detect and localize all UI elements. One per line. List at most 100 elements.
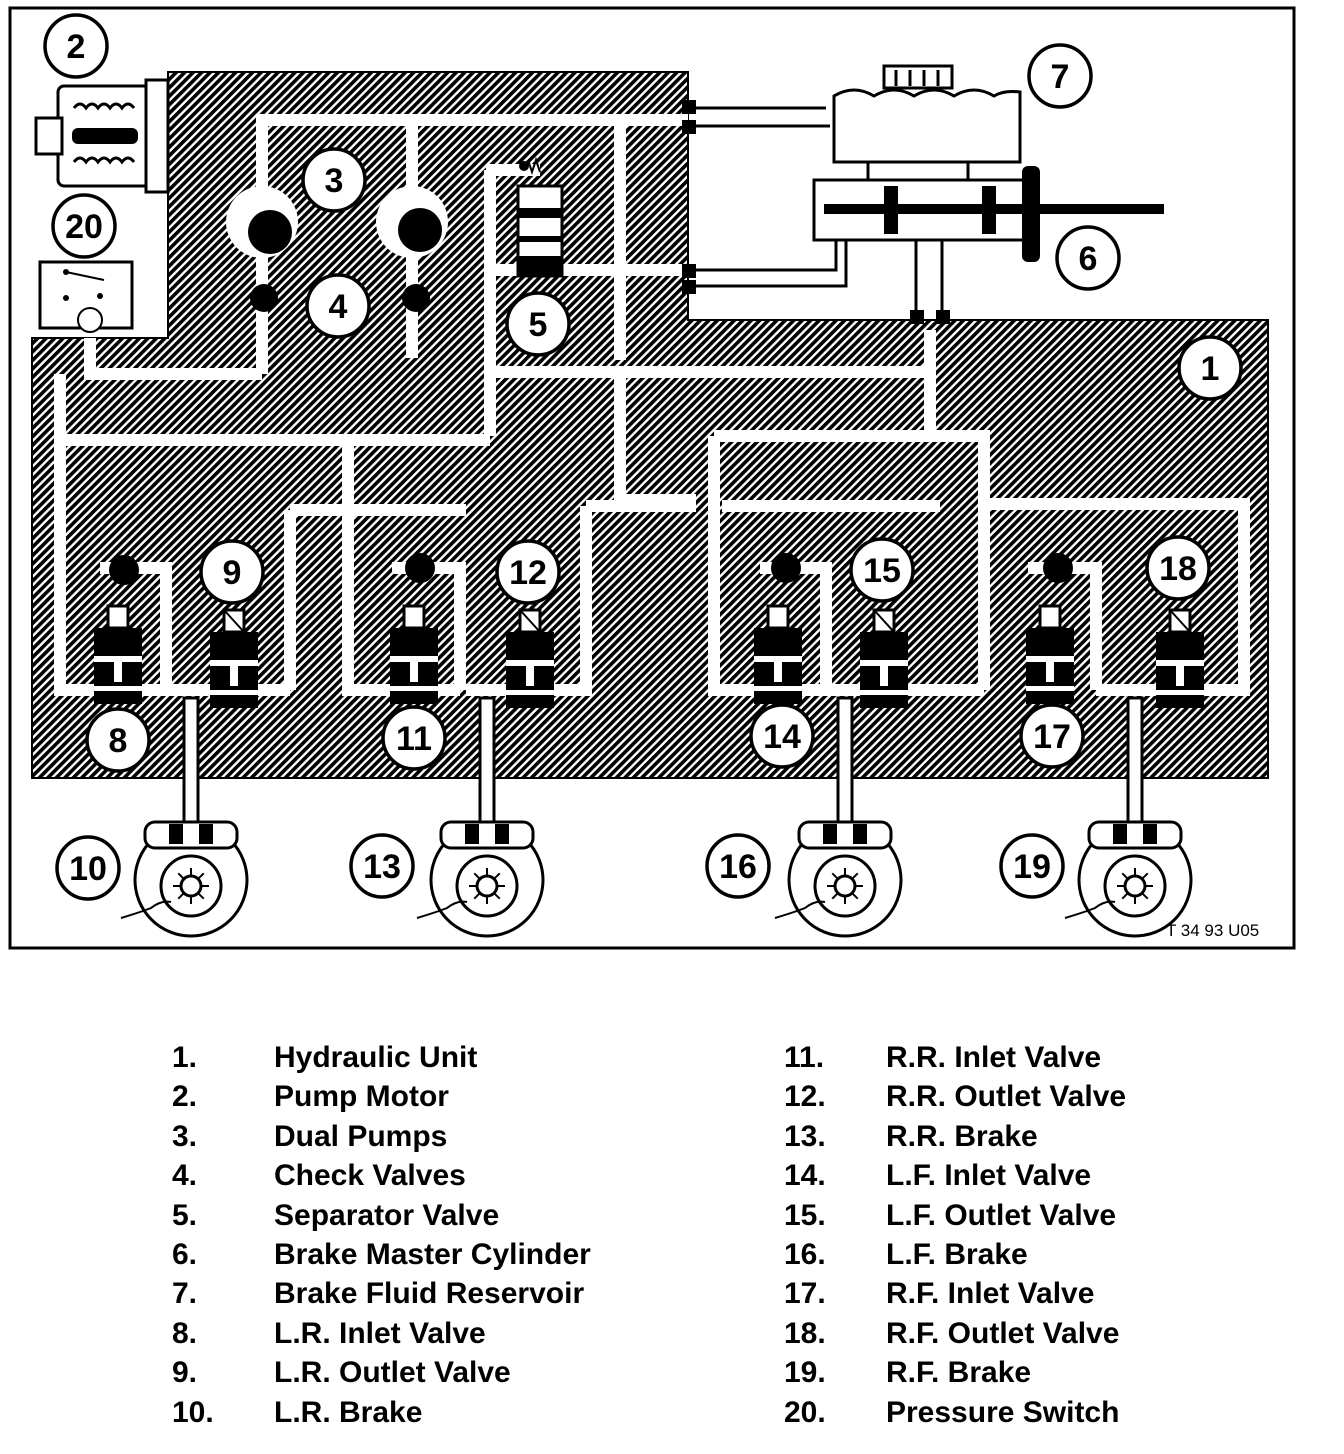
legend-label: L.R. Brake bbox=[274, 1395, 423, 1429]
callout-15: 15 bbox=[849, 537, 915, 603]
legend-column-right: 11.R.R. Inlet Valve 12.R.R. Outlet Valve… bbox=[784, 1038, 1126, 1432]
legend-number: 19. bbox=[784, 1356, 826, 1390]
inlet-valve bbox=[390, 604, 438, 704]
check-valves bbox=[250, 284, 430, 312]
legend-label: L.R. Inlet Valve bbox=[274, 1316, 486, 1350]
legend-label: Brake Master Cylinder bbox=[274, 1237, 591, 1271]
figure-code: T 34 93 U05 bbox=[1166, 921, 1259, 940]
legend-label: L.F. Brake bbox=[886, 1237, 1028, 1271]
legend-item: 20.Pressure Switch bbox=[784, 1393, 1126, 1432]
callout-number: 11 bbox=[396, 720, 432, 758]
master-cylinder-lines bbox=[688, 106, 944, 318]
callout-number: 10 bbox=[69, 850, 107, 888]
callout-number: 1 bbox=[1201, 350, 1220, 388]
legend-item: 12.R.R. Outlet Valve bbox=[784, 1077, 1126, 1116]
callout-16: 16 bbox=[705, 833, 771, 899]
legend-label: R.R. Outlet Valve bbox=[886, 1080, 1127, 1114]
legend-label: Dual Pumps bbox=[274, 1119, 448, 1153]
legend-item: 15. L.F. Outlet Valve bbox=[784, 1196, 1126, 1235]
inlet-valve bbox=[1026, 604, 1074, 704]
legend-number: 9. bbox=[172, 1356, 198, 1390]
valve-bodies bbox=[94, 604, 1204, 708]
legend-label: R.F. Outlet Valve bbox=[886, 1316, 1120, 1350]
callout-number: 17 bbox=[1033, 718, 1071, 756]
legend-number: 1. bbox=[172, 1041, 198, 1074]
legend-label: Check Valves bbox=[274, 1159, 466, 1193]
legend-item: 19. R.F. Brake bbox=[784, 1353, 1126, 1392]
outlet-valve bbox=[210, 608, 258, 708]
legend-number: 18. bbox=[784, 1316, 826, 1350]
legend-label: Hydraulic Unit bbox=[274, 1041, 478, 1074]
callout-number: 12 bbox=[509, 554, 547, 592]
legend-label: L.R. Outlet Valve bbox=[274, 1356, 511, 1390]
legend-number: 5. bbox=[172, 1198, 198, 1232]
callout-19: 19 bbox=[999, 833, 1065, 899]
callout-8: 8 bbox=[85, 707, 151, 773]
legend-item: 8. L.R. Inlet Valve bbox=[172, 1314, 591, 1353]
callout-number: 7 bbox=[1051, 58, 1070, 96]
legend-number: 3. bbox=[172, 1119, 198, 1153]
callout-number: 3 bbox=[325, 162, 344, 200]
callout-7: 7 bbox=[1027, 43, 1093, 109]
callout-6: 6 bbox=[1055, 225, 1121, 291]
callout-number: 2 bbox=[67, 28, 86, 66]
callout-3: 3 bbox=[301, 147, 367, 213]
legend-item: 13.R.R. Brake bbox=[784, 1117, 1126, 1156]
callout-number: 15 bbox=[863, 552, 901, 590]
outlet-valve bbox=[860, 608, 908, 708]
callout-11: 11 bbox=[381, 705, 447, 771]
dual-pumps bbox=[226, 186, 448, 258]
callout-number: 9 bbox=[223, 554, 242, 592]
callout-1: 1 bbox=[1177, 335, 1243, 401]
legend-item: 1. Hydraulic Unit bbox=[172, 1038, 591, 1077]
legend-number: 13. bbox=[784, 1119, 826, 1153]
callout-17: 17 bbox=[1019, 703, 1085, 769]
legend-item: 17.R.F. Inlet Valve bbox=[784, 1274, 1126, 1313]
callout-5: 5 bbox=[505, 291, 571, 357]
pressure-switch bbox=[38, 260, 134, 333]
outlet-valve bbox=[506, 608, 554, 708]
wheel-brake bbox=[1064, 820, 1193, 938]
callout-number: 5 bbox=[529, 306, 548, 344]
legend-number: 4. bbox=[172, 1159, 198, 1193]
legend-number: 16. bbox=[784, 1237, 826, 1271]
legend-number: 10. bbox=[172, 1395, 214, 1429]
outlet-valve bbox=[1156, 608, 1204, 708]
legend-item: 9. L.R. Outlet Valve bbox=[172, 1353, 591, 1392]
legend-item: 3. Dual Pumps bbox=[172, 1117, 591, 1156]
legend-number: 7. bbox=[172, 1277, 198, 1311]
wheel-brake bbox=[774, 820, 903, 938]
legend-number: 15. bbox=[784, 1198, 826, 1232]
callout-number: 14 bbox=[763, 718, 801, 756]
callout-number: 18 bbox=[1159, 550, 1197, 588]
callout-14: 14 bbox=[749, 703, 815, 769]
legend-item: 18. R.F. Outlet Valve bbox=[784, 1314, 1126, 1353]
pump-motor bbox=[34, 78, 170, 194]
legend-column-left: 1. Hydraulic Unit 2.Pump Motor 3. Dual Pum… bbox=[172, 1038, 591, 1432]
brake-fluid-reservoir bbox=[832, 64, 1022, 164]
legend-label: Pump Motor bbox=[274, 1080, 449, 1114]
legend-label: L.F. Inlet Valve bbox=[886, 1159, 1092, 1193]
callout-9: 9 bbox=[199, 539, 265, 605]
callout-10: 10 bbox=[55, 835, 121, 901]
legend-label: R.F. Inlet Valve bbox=[886, 1277, 1095, 1311]
legend-item: 6.Brake Master Cylinder bbox=[172, 1235, 591, 1274]
callout-number: 8 bbox=[109, 722, 128, 760]
line-fittings bbox=[682, 100, 950, 324]
legend-label: Separator Valve bbox=[274, 1198, 500, 1232]
callout-12: 12 bbox=[495, 539, 561, 605]
legend-item: 2.Pump Motor bbox=[172, 1077, 591, 1116]
legend-label: L.F. Outlet Valve bbox=[886, 1198, 1117, 1232]
callout-number: 4 bbox=[329, 288, 348, 326]
inlet-valve bbox=[754, 604, 802, 704]
wheel-valves bbox=[109, 553, 1073, 585]
callout-13: 13 bbox=[349, 833, 415, 899]
legend-label: R.F. Brake bbox=[886, 1356, 1032, 1390]
separator-valve bbox=[516, 156, 564, 278]
legend-number: 8. bbox=[172, 1316, 198, 1350]
wheel-brakes bbox=[120, 820, 1193, 938]
legend-label: R.R. Inlet Valve bbox=[886, 1041, 1102, 1074]
callout-number: 19 bbox=[1013, 848, 1051, 886]
